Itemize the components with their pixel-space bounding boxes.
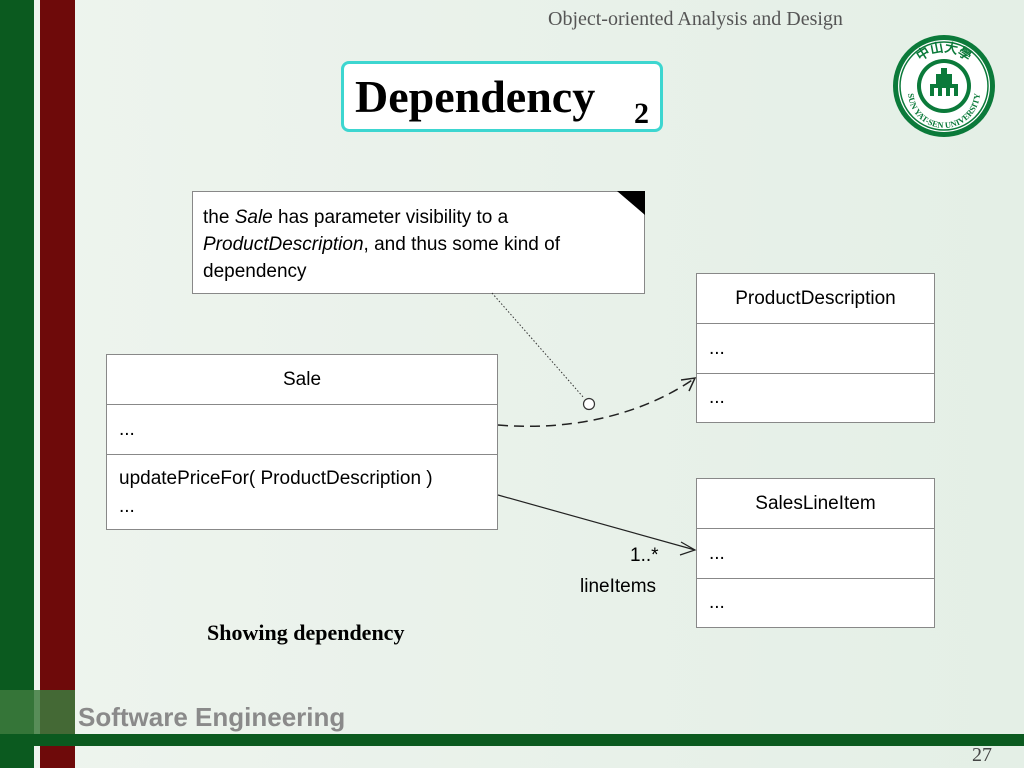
class-sale-name: Sale — [107, 355, 497, 405]
class-saleslineitem: SalesLineItem ... ... — [696, 478, 935, 628]
association-role: lineItems — [580, 576, 657, 597]
diagram-caption: Showing dependency — [207, 620, 405, 645]
slide-title-subscript: 2 — [634, 97, 649, 130]
note-text-sale: Sale — [234, 207, 273, 228]
course-title: Object-oriented Analysis and Design — [548, 8, 843, 30]
university-seal-icon: 中山大學 SUN YAT-SEN UNIVERSITY — [893, 35, 995, 137]
note-text-3: , and thus some kind of dependency — [203, 234, 560, 282]
note-anchor-line — [491, 292, 585, 399]
class-sale-op-update: updatePriceFor( ProductDescription ) — [119, 468, 433, 489]
page-number: 27 — [972, 744, 992, 766]
title-box — [341, 61, 663, 132]
left-red-bar — [40, 0, 75, 768]
dependency-arrowhead — [680, 377, 697, 392]
class-pd-name: ProductDescription — [697, 274, 934, 324]
note-fold-icon — [617, 191, 645, 215]
footer-title: Software Engineering — [78, 702, 346, 732]
left-green-bar — [0, 0, 34, 768]
class-sli-operations: ... — [709, 592, 725, 613]
class-sli-attributes: ... — [697, 529, 934, 579]
class-sale-attributes: ... — [107, 405, 497, 455]
association-multiplicity: 1..* — [630, 545, 659, 566]
class-sli-name: SalesLineItem — [697, 479, 934, 529]
class-sale-op-more: ... — [119, 496, 135, 517]
footer-accent — [0, 690, 75, 734]
association-arrowhead — [679, 541, 697, 556]
note-text-1: the — [203, 207, 235, 228]
dependency-arrow — [497, 377, 696, 428]
note-text-product: ProductDescription — [203, 234, 364, 255]
class-pd-attributes: ... — [697, 324, 934, 374]
uml-note: the Sale has parameter visibility to a P… — [192, 191, 645, 294]
class-pd-operations: ... — [709, 387, 725, 408]
association-line — [497, 494, 696, 551]
slide-title: Dependency — [355, 71, 596, 122]
bottom-green-line — [0, 734, 1024, 746]
note-text-2: has parameter visibility to a — [272, 207, 509, 228]
class-sale: Sale ... updatePriceFor( ProductDescript… — [106, 354, 498, 530]
class-sale-operations: updatePriceFor( ProductDescription ) ... — [107, 455, 497, 529]
note-anchor-circle — [582, 397, 596, 411]
class-productdescription: ProductDescription ... ... — [696, 273, 935, 423]
